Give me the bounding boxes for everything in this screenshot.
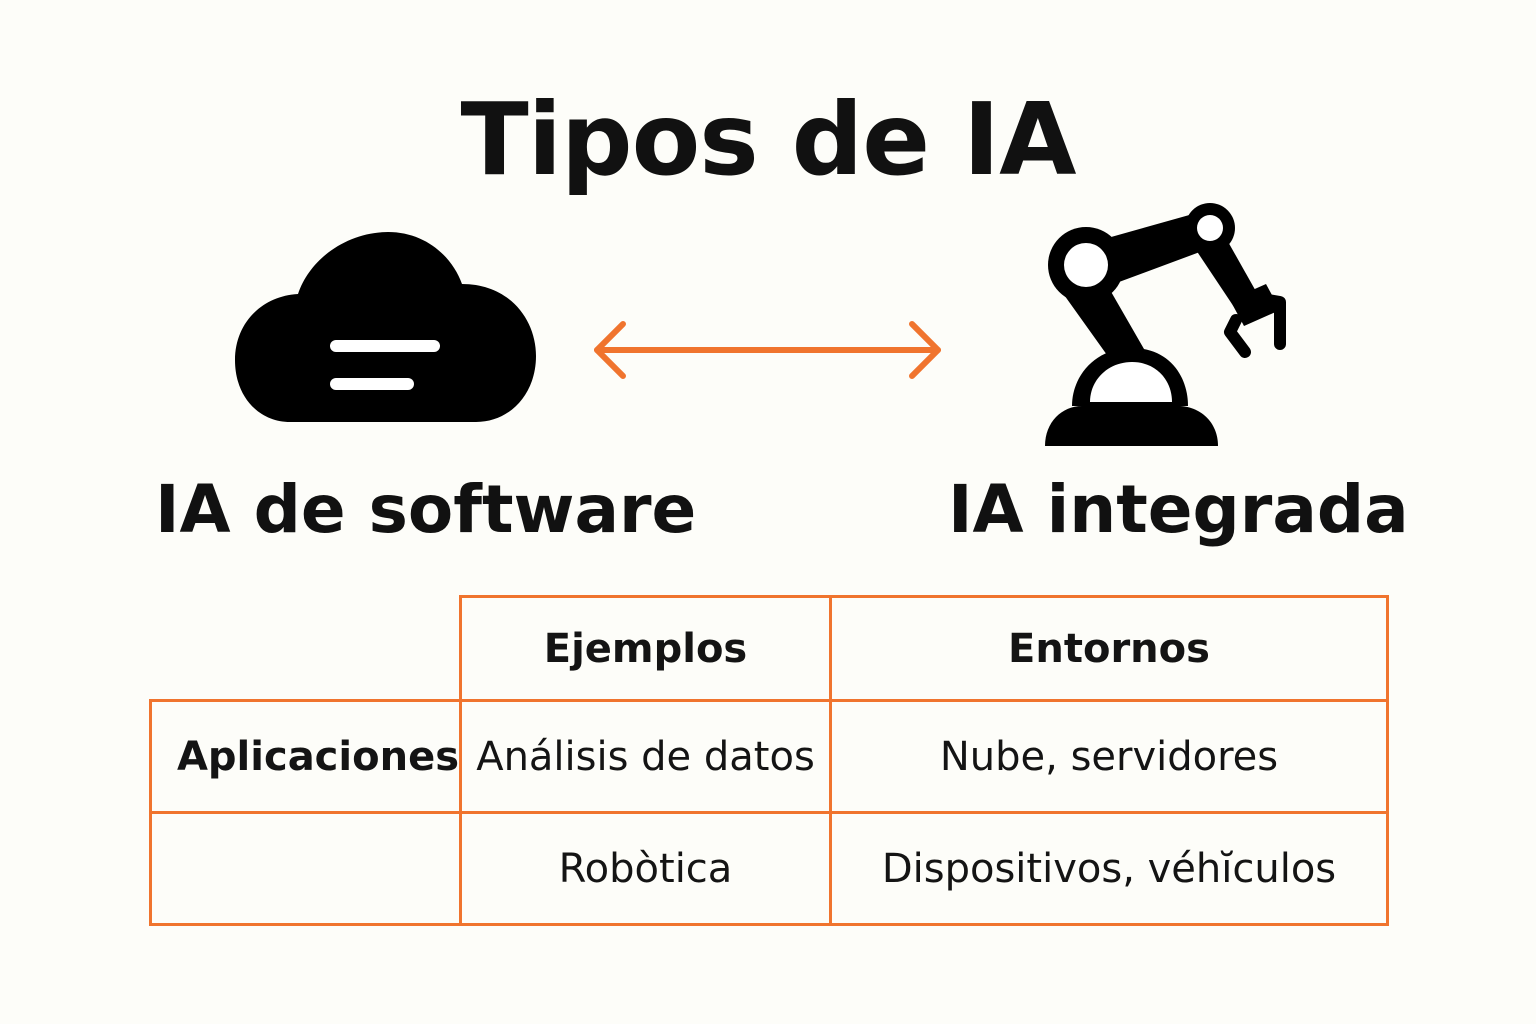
embedded-ai-label: IA integrada [948, 471, 1409, 548]
table-cell-cloud-servers: Nube, servidores [939, 733, 1279, 780]
table-border-col-2 [829, 595, 832, 926]
table-row-header-applications: Aplicaciones [176, 733, 459, 780]
page-title: Tipos de IA [460, 81, 1077, 198]
double-arrow-icon [594, 321, 941, 379]
table-border-bottom [149, 923, 1389, 926]
table-border-left [149, 699, 152, 926]
table-border-col-1 [459, 595, 462, 926]
table-border-top [460, 595, 1389, 598]
software-ai-label: IA de software [155, 471, 697, 548]
table-header-environments: Entornos [1008, 625, 1210, 672]
table-cell-robotics: Robòtica [558, 845, 733, 892]
table-header-examples: Ejemplos [543, 625, 748, 672]
cloud-icon [235, 232, 536, 422]
table-border-right [1386, 595, 1389, 926]
table-cell-data-analysis: Análisis de datos [476, 733, 815, 780]
table-border-row-divider [149, 811, 1389, 814]
table-cell-devices-vehicles: Dispositivos, véhĭculos [881, 845, 1337, 892]
robot-arm-icon [1045, 203, 1286, 446]
table-border-header-bottom [149, 699, 1389, 702]
